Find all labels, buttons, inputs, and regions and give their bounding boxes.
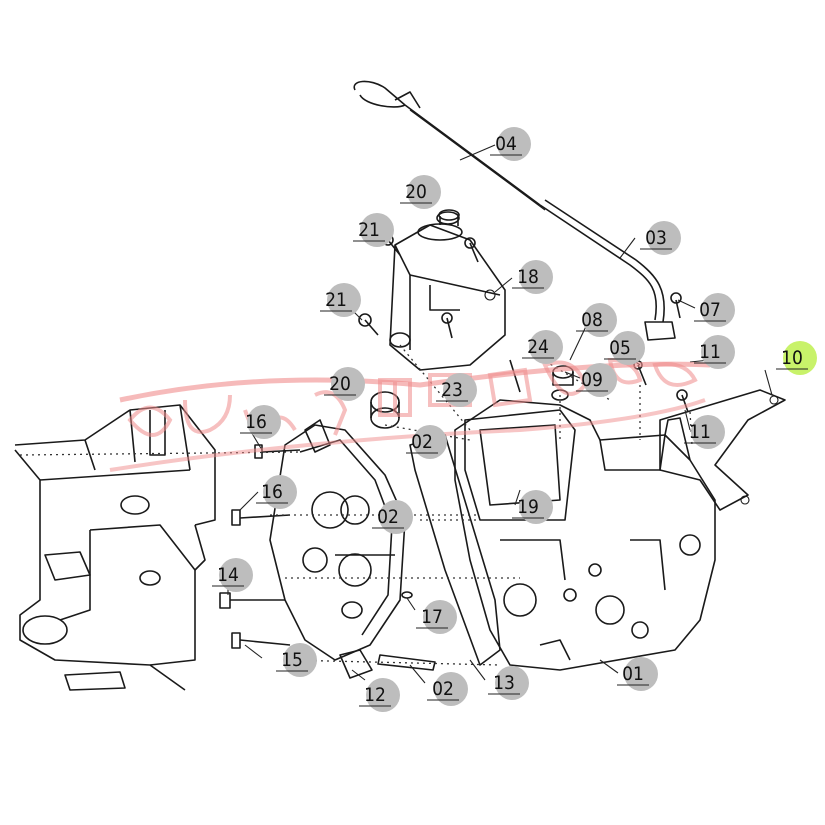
- callout-20: 20: [400, 175, 441, 209]
- callout-number: 04: [495, 133, 517, 155]
- gasket: [409, 434, 501, 666]
- callout-number: 11: [689, 421, 711, 443]
- callout-04: 04: [490, 127, 531, 161]
- callout-14: 14: [212, 558, 253, 592]
- callout-11: 11: [694, 335, 735, 369]
- callout-bubble: [247, 405, 281, 439]
- callout-number: 15: [281, 649, 303, 671]
- callout-number: 20: [405, 181, 427, 203]
- callout-number: 23: [441, 379, 463, 401]
- callout-bubble: [611, 331, 645, 365]
- callout-21: 21: [320, 283, 361, 317]
- callout-bubble: [423, 600, 457, 634]
- callout-bubble: [379, 500, 413, 534]
- callout-number: 07: [699, 299, 721, 321]
- callout-number: 16: [245, 411, 267, 433]
- callout-12: 12: [359, 678, 400, 712]
- upper-housing: [389, 209, 506, 371]
- front-cover: [269, 419, 406, 679]
- callout-bubble: [519, 260, 553, 294]
- callout-23: 23: [436, 373, 477, 407]
- callout-number: 20: [329, 373, 351, 395]
- callout-bubble: [691, 415, 725, 449]
- callout-bubble: [497, 127, 531, 161]
- leader-lines: [227, 144, 773, 684]
- callout-16: 16: [256, 475, 297, 509]
- callout-number: 24: [527, 336, 549, 358]
- callout-24: 24: [522, 330, 563, 364]
- callout-bubble: [624, 657, 658, 691]
- callout-bubble: [407, 175, 441, 209]
- main-case: [454, 399, 716, 671]
- callout-02: 02: [406, 425, 447, 459]
- callout-bubble: [219, 558, 253, 592]
- callout-16: 16: [240, 405, 281, 439]
- callout-number: 21: [325, 289, 347, 311]
- callout-07: 07: [694, 293, 735, 327]
- callout-number: 08: [581, 309, 603, 331]
- callout-01: 01: [617, 657, 658, 691]
- callout-number: 02: [432, 678, 454, 700]
- callout-number: 01: [622, 663, 644, 685]
- callout-21: 21: [353, 213, 394, 247]
- callout-number: 13: [493, 672, 515, 694]
- callout-bubble: [263, 475, 297, 509]
- callout-19: 19: [512, 490, 553, 524]
- parts-line-art: [14, 80, 786, 691]
- callout-number: 18: [517, 266, 539, 288]
- chassis-frame: [14, 404, 216, 691]
- callout-08: 08: [576, 303, 617, 337]
- callout-bubble: [647, 221, 681, 255]
- callout-02: 02: [427, 672, 468, 706]
- callout-number: 03: [645, 227, 667, 249]
- callout-bubble: [434, 672, 468, 706]
- callout-02: 02: [372, 500, 413, 534]
- callout-bubble: [783, 341, 817, 375]
- callout-number: 19: [517, 496, 539, 518]
- callout-number: 16: [261, 481, 283, 503]
- callout-18: 18: [512, 260, 553, 294]
- callout-layer: 04 20 21 03 18 21 07 08 24 05 11 10 20 23 09 11 16 02 19 16…: [212, 127, 817, 712]
- callout-bubble: [327, 283, 361, 317]
- callout-bubble: [583, 303, 617, 337]
- callout-15: 15: [276, 643, 317, 677]
- callout-03: 03: [640, 221, 681, 255]
- callout-bubble: [495, 666, 529, 700]
- callout-bubble: [701, 293, 735, 327]
- callout-bubble: [583, 363, 617, 397]
- callout-bubble: [529, 330, 563, 364]
- callout-number: 12: [364, 684, 386, 706]
- callout-13: 13: [488, 666, 529, 700]
- callout-05: 05: [604, 331, 645, 365]
- callout-20: 20: [324, 367, 365, 401]
- callout-bubble: [701, 335, 735, 369]
- callout-09: 09: [576, 363, 617, 397]
- callout-number: 02: [377, 506, 399, 528]
- bracket: [659, 389, 786, 511]
- callout-number: 21: [358, 219, 380, 241]
- pins: [377, 591, 436, 671]
- callout-number: 11: [699, 341, 721, 363]
- callout-bubble: [360, 213, 394, 247]
- callout-bubble: [331, 367, 365, 401]
- callout-number: 14: [217, 564, 239, 586]
- callout-number: 05: [609, 337, 631, 359]
- callout-bubble: [413, 425, 447, 459]
- callout-bubble: [283, 643, 317, 677]
- callout-number: 09: [581, 369, 603, 391]
- callout-10: 10: [776, 341, 817, 375]
- dipstick: [353, 80, 546, 211]
- callout-17: 17: [416, 600, 457, 634]
- callout-number: 02: [411, 431, 433, 453]
- callout-bubble: [519, 490, 553, 524]
- callout-bubble: [366, 678, 400, 712]
- callout-number: 10: [781, 347, 803, 369]
- dipstick-tube: [539, 199, 676, 341]
- seal-upper: [436, 211, 460, 225]
- callout-number: 17: [421, 606, 443, 628]
- callout-11: 11: [684, 415, 725, 449]
- callout-bubble: [443, 373, 477, 407]
